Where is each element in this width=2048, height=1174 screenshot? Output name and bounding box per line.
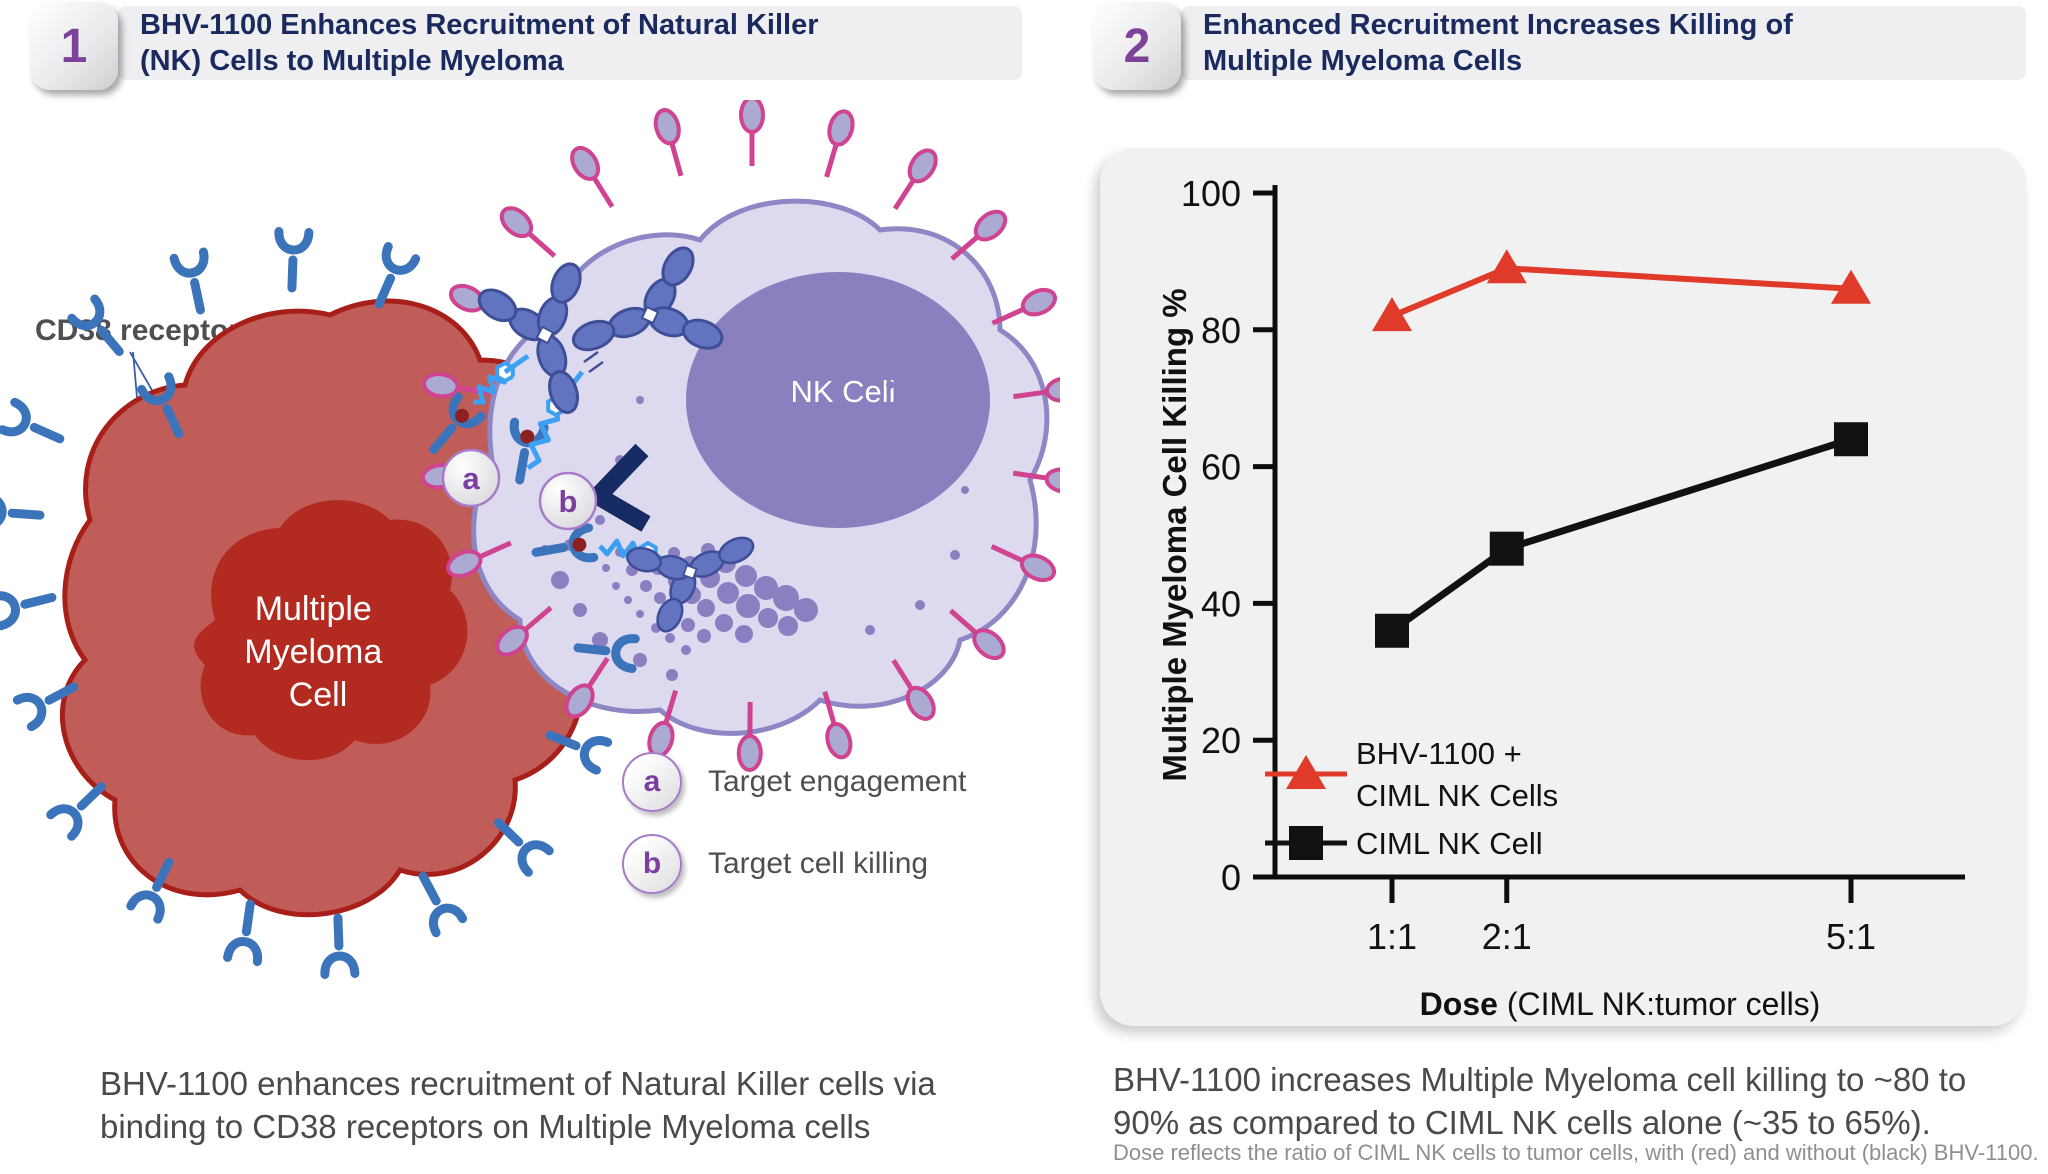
- cd38-receptor-icon: [72, 299, 131, 361]
- panel2-header-bar: Enhanced Recruitment Increases Killing o…: [1181, 6, 2026, 80]
- legend-marker-b: b: [622, 834, 682, 894]
- series-line: [1389, 435, 1853, 634]
- legend-label-a: Target engagement: [708, 765, 967, 798]
- bhv1100-linker-icon: [472, 353, 530, 405]
- cd38-receptor-icon: [0, 583, 56, 626]
- y-tick-label: 60: [1201, 447, 1241, 488]
- cd38-receptor-icon: [323, 917, 355, 974]
- panel2-number: 2: [1123, 19, 1151, 73]
- nk-surface-receptor-icon: [496, 203, 561, 265]
- data-point-marker: [1289, 826, 1323, 860]
- panel1-number: 1: [60, 19, 88, 73]
- chart-legend-entry: CIML NK Cell: [1265, 826, 1543, 861]
- marker-a-circle: a: [441, 448, 501, 508]
- y-tick-label: 0: [1221, 857, 1241, 898]
- nk-surface-receptor-icon: [886, 146, 941, 215]
- legend-label: BHV-1100 +: [1356, 736, 1522, 771]
- nk-cell-nucleus: [686, 272, 990, 528]
- killing-line-chart: 0 20 40 60 80 100 1:1 2:1 5:1 Multiple Myeloma Ce…: [1156, 173, 1965, 1022]
- nk-surface-receptor-icon: [741, 100, 763, 166]
- panel2-title-line2: Multiple Myeloma Cells: [1203, 45, 1523, 77]
- legend-marker-a: a: [622, 752, 682, 812]
- nk-surface-receptor-icon: [816, 109, 856, 180]
- panel1-title-line2: (NK) Cells to Multiple Myeloma: [140, 45, 564, 77]
- svg-text:a: a: [462, 461, 480, 496]
- cd38-receptor-icon: [0, 496, 41, 530]
- cd38-receptor-icon: [228, 902, 266, 962]
- cd38-receptor-icon: [422, 397, 481, 459]
- y-axis-title: Multiple Myeloma Cell Killing %: [1156, 288, 1193, 781]
- legend-label: CIML NK Cell: [1356, 826, 1543, 861]
- y-tick-label: 40: [1201, 583, 1241, 624]
- data-point-marker: [1489, 531, 1524, 566]
- series-0: [1372, 249, 1871, 332]
- panel1-number-badge: 1: [30, 2, 118, 90]
- x-tick-label: 2:1: [1482, 916, 1532, 957]
- legend-label-b: Target cell killing: [708, 847, 929, 880]
- chart-card: 0 20 40 60 80 100 1:1 2:1 5:1 Multiple Myeloma Ce…: [1100, 148, 2026, 1026]
- cd38-receptor-icon: [51, 776, 112, 836]
- killing-arrow-icon: [583, 443, 651, 532]
- nk-granule-dots-inner: [540, 346, 969, 681]
- panel2-caption: BHV-1100 increases Multiple Myeloma cell…: [1113, 1061, 1967, 1141]
- y-tick-label: 100: [1181, 173, 1241, 214]
- data-point-marker: [1372, 297, 1412, 332]
- x-tick-label: 5:1: [1826, 916, 1876, 957]
- cd38-receptor-icon: [3, 402, 66, 452]
- panel1-caption: BHV-1100 enhances recruitment of Natural…: [100, 1065, 936, 1145]
- series-1: [1375, 422, 1868, 648]
- legend-row-b: b Target cell killing: [622, 834, 967, 894]
- mm-cell-label: Multiple Myeloma Cell: [244, 590, 391, 714]
- svg-text:b: b: [559, 484, 578, 519]
- data-point-marker: [1834, 422, 1868, 457]
- mechanism-diagram: #ab ellipse{fill:#6273c0;stroke:#3e4e97;…: [0, 100, 1060, 1060]
- x-tick-label: 1:1: [1367, 916, 1417, 957]
- legend-row-a: a Target engagement: [622, 752, 967, 812]
- y-tick-label: 80: [1201, 310, 1241, 351]
- panel2-footnote: Dose reflects the ratio of CIML NK cells…: [1113, 1140, 2039, 1165]
- cd38-receptor-icons: [0, 232, 635, 975]
- antibody-icons: [466, 235, 775, 643]
- panel2-title-line1: Enhanced Recruitment Increases Killing o…: [1203, 9, 1793, 41]
- panel1-header-bar: BHV-1100 Enhances Recruitment of Natural…: [118, 6, 1022, 80]
- cd38-receptor-icon: [410, 869, 463, 933]
- cd38-receptor-icon: [505, 422, 544, 482]
- diagram-legend: a Target engagement b Target cell killin…: [622, 752, 967, 916]
- chart-legend-entry: BHV-1100 + CIML NK Cells: [1265, 736, 1558, 813]
- series-line: [1390, 265, 1852, 319]
- cd38-receptor-icon: [533, 528, 593, 567]
- panel1-title-line1: BHV-1100 Enhances Recruitment of Natural…: [140, 9, 819, 41]
- y-tick-label: 20: [1201, 720, 1241, 761]
- data-point-marker: [1831, 269, 1871, 304]
- cd38-receptor-icon: [277, 232, 309, 289]
- mm-cell-nucleus: [194, 500, 468, 761]
- data-point-marker: [1375, 613, 1409, 648]
- nk-cell-label: NK Cell: [790, 374, 895, 409]
- data-point-marker: [1286, 755, 1326, 789]
- data-point-marker: [1486, 249, 1527, 284]
- nk-surface-receptor-icon: [652, 107, 691, 178]
- nk-surface-receptor-icon: [567, 143, 622, 212]
- x-axis-title: Dose (CIML NK:tumor cells): [1420, 986, 1821, 1022]
- panel2-number-badge: 2: [1093, 2, 1181, 90]
- marker-b-circle: b: [538, 471, 598, 531]
- nk-surface-receptor-icon: [945, 206, 1011, 267]
- legend-label: CIML NK Cells: [1356, 778, 1558, 813]
- cd38-receptor-icon: [174, 252, 215, 313]
